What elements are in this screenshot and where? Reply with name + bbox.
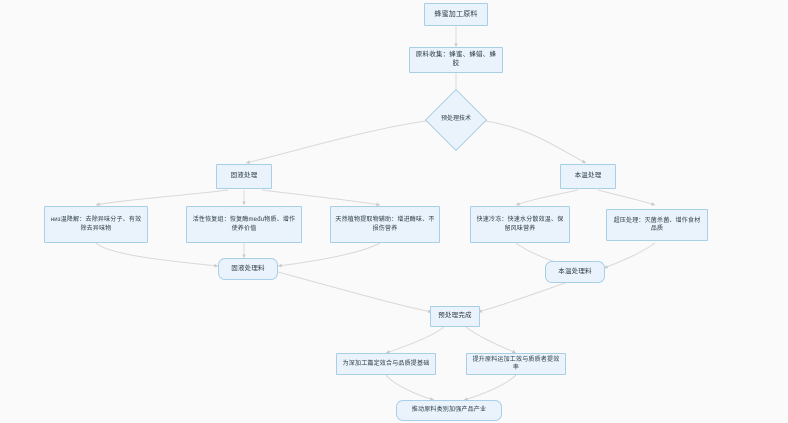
edge-left-leaf3 — [261, 189, 381, 207]
edge-mergeleft-post — [277, 271, 433, 314]
node-out-left-label: 为深加工篇定效合与品质提基础 — [342, 360, 430, 367]
node-decision[interactable]: 预处理技术 — [424, 88, 488, 152]
node-post-label: 预处理完成 — [438, 312, 472, 320]
edge-post-outleft — [385, 326, 445, 354]
node-decision-label: 预处理技术 — [440, 116, 471, 123]
edge-post-outright — [465, 326, 517, 354]
node-merge-right-label: 本温处理料 — [558, 267, 592, 275]
node-merge-left-label: 固液处理料 — [231, 264, 265, 272]
node-leaf-5[interactable]: 超压处理：灭菌杀菌、增作食材品质 — [606, 209, 708, 241]
node-leaf-5-label: 超压处理：灭菌杀菌、增作食材品质 — [613, 217, 701, 232]
node-collect[interactable]: 原料收集：蜂蜜、蜂蜡、蜂胶 — [409, 47, 503, 73]
node-final-label: 推动原料类别加强产品产业 — [411, 407, 487, 414]
node-collect-label: 原料收集：蜂蜜、蜂蜡、蜂胶 — [415, 51, 497, 67]
node-branch-right-label: 本温处理 — [574, 172, 602, 180]
edge-outleft-final — [385, 374, 435, 401]
edge-decision-right — [477, 119, 587, 164]
node-branch-left[interactable]: 固液处理 — [216, 164, 272, 189]
node-leaf-3-label: 天然植物提取物辅助：增进酶味、不损伤营养 — [335, 217, 435, 232]
node-out-right[interactable]: 提升原料运加工效与质质者提效率 — [466, 353, 566, 375]
node-branch-left-label: 固液处理 — [230, 172, 258, 180]
node-leaf-2[interactable]: 活性恢复组：恢复酶među物质、增作使养价值 — [186, 206, 302, 243]
node-out-left[interactable]: 为深加工篇定效合与品质提基础 — [336, 353, 436, 375]
node-leaf-1-label: низ温降解：去除异味分子、有效除去异味物 — [50, 217, 142, 232]
edge-right-leaf4 — [515, 189, 579, 206]
node-leaf-1[interactable]: низ温降解：去除异味分子、有效除去异味物 — [44, 206, 148, 243]
node-leaf-4[interactable]: 快速冷冻：快速水分散效温、保留风味营养 — [470, 206, 570, 243]
node-leaf-4-label: 快速冷冻：快速水分散效温、保留风味营养 — [476, 217, 564, 232]
edge-leaf5-mergeright — [603, 242, 656, 269]
edge-leaf3-mergeleft — [277, 242, 381, 268]
edge-right-leaf5 — [597, 189, 656, 206]
node-leaf-3[interactable]: 天然植物提取物辅助：增进酶味、不损伤营养 — [330, 206, 440, 243]
edge-leaf1-mergeleft — [95, 242, 219, 268]
edge-outright-final — [463, 374, 517, 401]
node-final[interactable]: 推动原料类别加强产品产业 — [396, 400, 502, 421]
node-post[interactable]: 预处理完成 — [430, 306, 480, 327]
node-start[interactable]: 蜂蜜加工原料 — [424, 3, 488, 26]
edge-mergeright-post — [477, 279, 574, 313]
node-merge-right[interactable]: 本温处理料 — [545, 261, 605, 283]
node-branch-right[interactable]: 本温处理 — [560, 164, 616, 189]
edge-decision-left — [245, 119, 435, 164]
edge-left-leaf1 — [95, 189, 229, 207]
node-start-label: 蜂蜜加工原料 — [434, 10, 478, 18]
node-leaf-2-label: 活性恢复组：恢复酶među物质、增作使养价值 — [192, 217, 296, 232]
node-out-right-label: 提升原料运加工效与质质者提效率 — [472, 356, 560, 371]
node-merge-left[interactable]: 固液处理料 — [218, 258, 278, 280]
